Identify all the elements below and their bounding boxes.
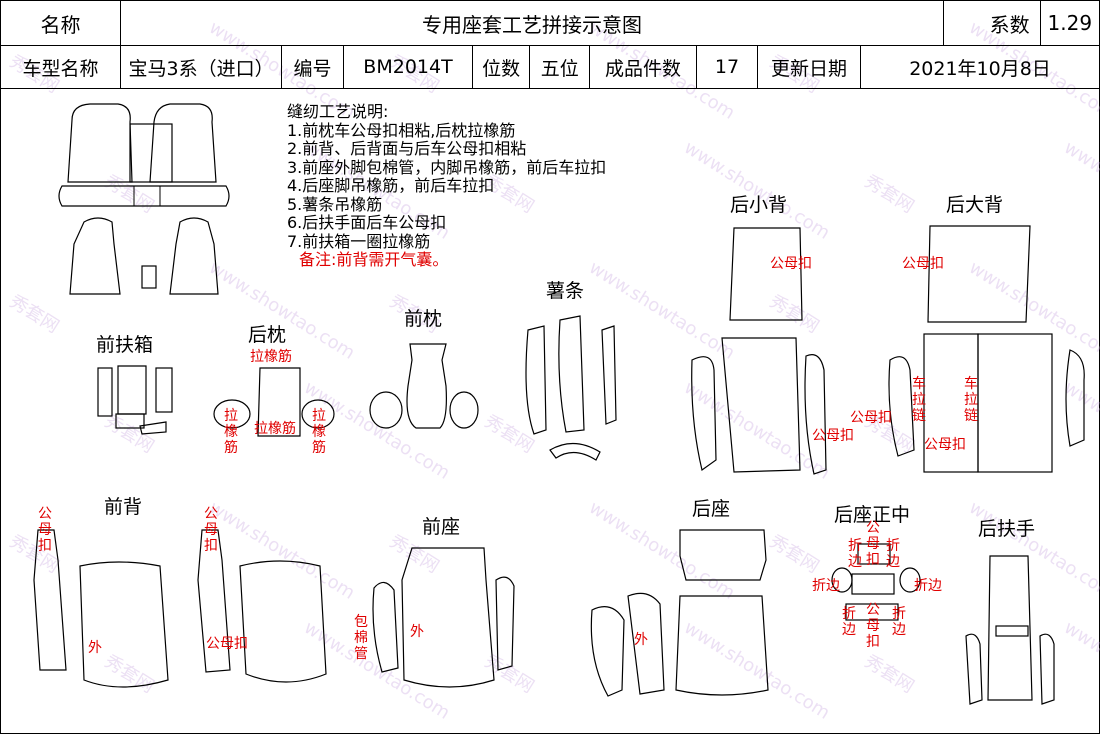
code-value: BM2014T [342, 45, 474, 89]
date-value: 2021年10月8日 [860, 45, 1100, 89]
annot-fold-edge: 折边 [892, 606, 906, 638]
annot-snap: 公母扣 [204, 506, 218, 554]
annot-fold-edge: 折边 [842, 606, 856, 638]
header-table: 名称 专用座套工艺拼接示意图 系数 1.29 车型名称 宝马3系（进口） 编号 … [0, 0, 1100, 89]
sewing-notes: 缝纫工艺说明: 1.前枕车公母扣相粘,后枕拉橡筋 2.前背、后背面与后车公母扣相… [287, 102, 607, 270]
front-back-pieces [33, 529, 327, 688]
note-item: 1.前枕车公母扣相粘,后枕拉橡筋 [287, 120, 516, 140]
annot-snap: 公母扣 [38, 506, 52, 554]
page-title: 专用座套工艺拼接示意图 [120, 0, 944, 46]
coef-label: 系数 [942, 0, 1041, 46]
rear-seat-center-pieces [831, 543, 921, 621]
rear-big-back-pieces [888, 225, 1085, 473]
front-armbox-pieces [97, 365, 173, 435]
annot-fold-edge: 折边 [848, 538, 862, 570]
seats-value: 五位 [529, 45, 591, 89]
annot-snap: 公母扣 [902, 256, 944, 272]
front-seat-pieces [372, 547, 515, 688]
annot-fold-edge: 折边 [914, 578, 942, 594]
rear-headrest-pieces [213, 367, 335, 437]
annot-fold-edge: 折边 [886, 538, 900, 570]
label-rear-seat-center: 后座正中 [834, 504, 911, 526]
annot-cotton-tube: 包棉管 [354, 614, 368, 662]
date-label: 更新日期 [757, 45, 861, 89]
annot-outer: 外 [410, 624, 424, 640]
notes-heading: 缝纫工艺说明: [287, 102, 389, 121]
label-rear-seat: 后座 [692, 498, 731, 520]
annot-snap: 公母扣 [850, 410, 892, 426]
label-rear-small-back: 后小背 [730, 194, 788, 216]
annot-snap: 公母扣 [866, 602, 880, 650]
annot-fold-edge: 折边 [812, 578, 840, 594]
annot-elastic: 拉橡筋 [224, 408, 238, 456]
pieces-label: 成品件数 [589, 45, 697, 89]
model-value: 宝马3系（进口） [120, 45, 283, 89]
annot-elastic: 拉橡筋 [312, 408, 326, 456]
annot-snap: 公母扣 [770, 256, 812, 272]
note-item: 6.后扶手面后车公母扣 [287, 213, 447, 232]
model-label: 车型名称 [0, 45, 122, 89]
annot-snap: 公母扣 [812, 428, 854, 444]
note-item: 2.前背、后背面与后车公母扣相粘 [287, 139, 527, 158]
pieces-value: 17 [695, 45, 759, 89]
annot-snap: 公母扣 [866, 520, 880, 568]
note-item: 3.前座外脚包棉管，内脚吊橡筋，前后车拉扣 [287, 157, 607, 177]
code-label: 编号 [281, 45, 344, 89]
coef-value: 1.29 [1039, 0, 1100, 46]
annot-snap: 公母扣 [206, 636, 248, 652]
note-item: 5.薯条吊橡筋 [287, 194, 383, 214]
front-headrest-pieces [369, 343, 479, 429]
label-rear-armrest: 后扶手 [978, 518, 1036, 540]
annot-elastic: 拉橡筋 [250, 349, 292, 365]
annot-outer: 外 [88, 640, 102, 656]
annot-zipper: 车拉链 [964, 376, 978, 424]
note-item: 7.前扶箱一圈拉橡筋 [287, 231, 431, 251]
label-front-back: 前背 [104, 496, 143, 518]
label-rear-big-back: 后大背 [946, 194, 1004, 216]
label-fries: 薯条 [546, 280, 585, 302]
rear-small-back-pieces [691, 227, 827, 475]
label-front-headrest: 前枕 [404, 308, 443, 330]
label-front-armbox: 前扶箱 [96, 334, 154, 356]
annot-elastic: 拉橡筋 [254, 421, 296, 437]
fries-pieces [525, 315, 617, 461]
label-rear-headrest: 后枕 [248, 324, 287, 346]
seats-label: 位数 [472, 45, 531, 89]
label-front-seat: 前座 [422, 516, 461, 538]
seat-overview-drawing [58, 103, 230, 295]
rear-armrest-pieces [965, 555, 1055, 705]
rear-seat-pieces [590, 529, 769, 697]
notes-remark: 备注:前背需开气囊。 [299, 250, 449, 269]
annot-snap: 公母扣 [924, 437, 966, 453]
annot-outer: 外 [634, 632, 648, 648]
annot-zipper: 车拉链 [912, 376, 926, 424]
note-item: 4.后座脚吊橡筋，前后车拉扣 [287, 176, 495, 195]
